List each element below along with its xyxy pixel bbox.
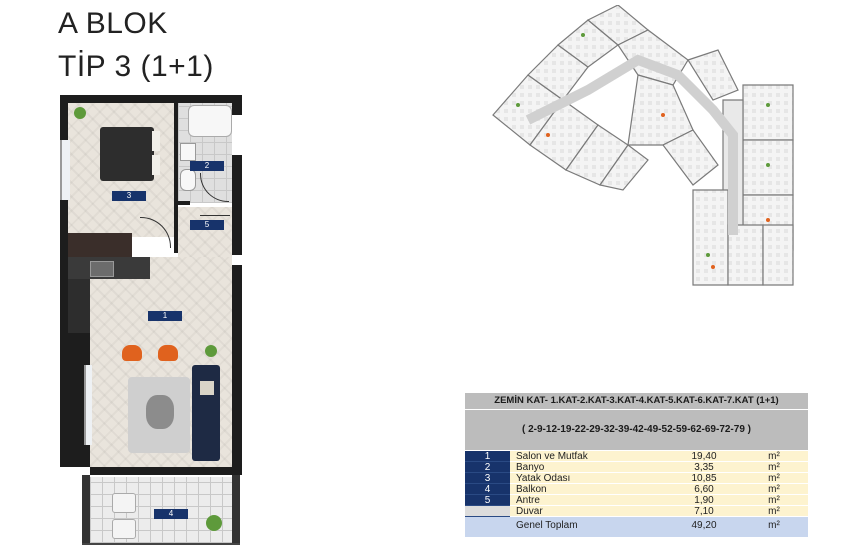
row-unit: m² [740,473,808,484]
table-row: Duvar 7,10 m² [465,506,808,517]
wall [232,475,240,545]
wall [90,467,242,475]
floor-plan: 3 2 5 1 4 [60,95,242,545]
chair [122,345,142,361]
row-unit: m² [740,506,808,517]
unit [692,189,729,286]
room-tag-antre: 5 [190,220,224,230]
row-area: 7,10 [668,506,740,517]
sofa [192,365,220,461]
row-room-name: Salon ve Mutfak [510,451,668,462]
unit [598,144,649,191]
total-spacer [465,517,510,537]
table-row: 5 Antre 1,90 m² [465,495,808,506]
row-room-name: Antre [510,495,668,506]
row-room-name: Balkon [510,484,668,495]
unit [742,139,794,196]
table-units-header: ( 2-9-12-19-22-29-32-39-42-49-52-59-62-6… [465,410,808,451]
table-floors-header: ZEMİN KAT- 1.KAT-2.KAT-3.KAT-4.KAT-5.KAT… [465,393,808,410]
total-area: 49,20 [668,517,740,537]
row-number [465,506,510,517]
wall [60,95,242,103]
plant-dot [516,103,520,107]
wall [232,155,242,255]
unit [762,224,794,286]
room-tag-balkon: 4 [154,509,188,519]
row-number: 3 [465,473,510,484]
chair-dot [546,133,550,137]
unit [687,49,739,101]
toilet [180,169,196,191]
wall [82,475,90,545]
plant-dot [766,103,770,107]
window [60,140,70,200]
table-row: 3 Yatak Odası 10,85 m² [465,473,808,484]
chair [158,345,178,361]
plant [74,107,86,119]
plant-dot [581,33,585,37]
row-room-name: Banyo [510,462,668,473]
table-total-row: Genel Toplam 49,20 m² [465,517,808,537]
wall [60,95,68,330]
sink [180,143,196,161]
bed [100,127,154,181]
row-room-name: Yatak Odası [510,473,668,484]
corridor [525,54,738,235]
row-number: 5 [465,495,510,506]
row-number: 4 [465,484,510,495]
row-room-name: Duvar [510,506,668,517]
window [84,365,92,445]
table-row: 2 Banyo 3,35 m² [465,462,808,473]
bathtub [188,105,232,137]
chair-dot [711,265,715,269]
unit-type-title: TİP 3 (1+1) [58,50,214,83]
cooktop [68,279,90,333]
total-label: Genel Toplam [510,517,668,537]
row-area: 6,60 [668,484,740,495]
area-table: ZEMİN KAT- 1.KAT-2.KAT-3.KAT-4.KAT-5.KAT… [465,393,808,537]
cushion [200,381,214,395]
table-row: 4 Balkon 6,60 m² [465,484,808,495]
balcony-chair [112,493,136,513]
row-number: 2 [465,462,510,473]
wardrobe [68,233,132,257]
plant [205,345,217,357]
wall [174,103,178,253]
wall [232,95,242,115]
coffee-table [146,395,174,429]
room-tag-banyo: 2 [190,161,224,171]
row-unit: m² [740,484,808,495]
row-unit: m² [740,462,808,473]
wall [178,201,190,205]
plant [206,515,222,531]
chair-dot [661,113,665,117]
balcony-rail [82,543,240,545]
row-number: 1 [465,451,510,462]
row-unit: m² [740,495,808,506]
chair-dot [766,218,770,222]
plant-dot [766,163,770,167]
pillow [152,131,160,151]
row-area: 19,40 [668,451,740,462]
key-plan [492,5,794,286]
room-tag-yatak: 3 [112,191,146,201]
unit [662,129,719,186]
kitchen-sink [90,261,114,277]
room-tag-salon: 1 [148,311,182,321]
pillow [152,155,160,175]
unit [742,84,794,141]
wall [232,265,242,471]
row-area: 3,35 [668,462,740,473]
row-unit: m² [740,451,808,462]
block-title: A BLOK [58,7,168,40]
row-area: 10,85 [668,473,740,484]
door-swing [200,203,230,216]
total-unit: m² [740,517,808,537]
plant-dot [706,253,710,257]
balcony-chair [112,519,136,539]
table-row: 1 Salon ve Mutfak 19,40 m² [465,451,808,462]
row-area: 1,90 [668,495,740,506]
